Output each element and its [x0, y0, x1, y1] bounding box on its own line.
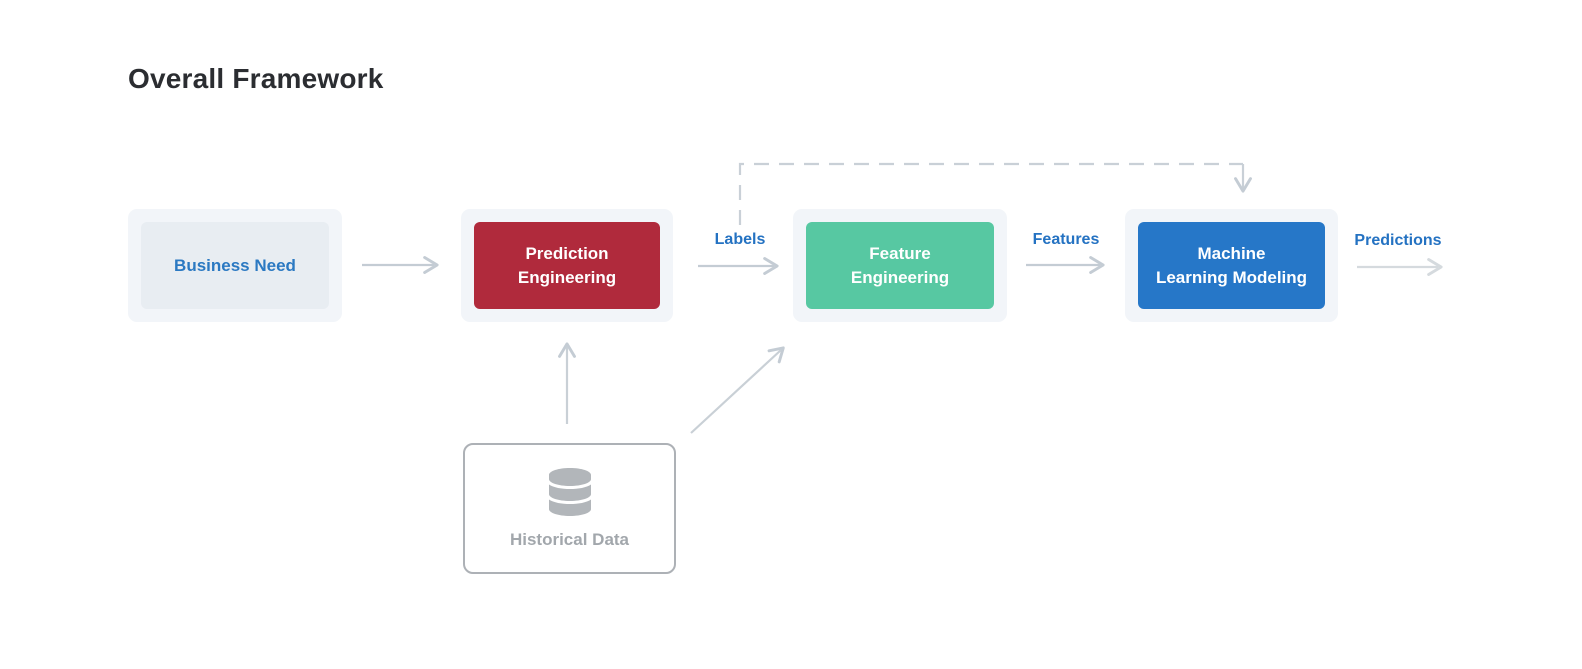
node-machine-learning-modeling: Machine Learning Modeling: [1125, 209, 1338, 322]
edge-label-features: Features: [1032, 231, 1100, 248]
node-label-line: Engineering: [850, 267, 950, 287]
edge-label-predictions: Predictions: [1354, 232, 1442, 249]
node-business-need: Business Need: [128, 209, 342, 322]
node-historical-data: Historical Data: [463, 443, 676, 574]
historical-data-label: Historical Data: [509, 529, 630, 549]
node-label-line: Engineering: [517, 267, 617, 287]
node-feature-engineering: Feature Engineering: [793, 209, 1007, 322]
edge-label-labels: Labels: [714, 231, 766, 248]
node-label-line: Learning Modeling: [1155, 267, 1308, 287]
feature-engineering-card: Feature Engineering: [806, 222, 994, 309]
arrow-historical-to-feature: [690, 346, 785, 434]
dashed-connector-labels-to-ml: [738, 162, 1243, 225]
page-title: Overall Framework: [128, 63, 384, 94]
node-label-line: Machine: [1197, 243, 1266, 263]
business-need-card: Business Need: [141, 222, 329, 309]
node-label: Business Need: [174, 255, 296, 275]
prediction-engineering-card: Prediction Engineering: [474, 222, 660, 309]
node-prediction-engineering: Prediction Engineering: [461, 209, 673, 322]
machine-learning-modeling-card: Machine Learning Modeling: [1138, 222, 1325, 309]
node-label-line: Prediction: [525, 243, 609, 263]
database-icon: [548, 467, 591, 516]
node-label-line: Feature: [869, 243, 931, 263]
